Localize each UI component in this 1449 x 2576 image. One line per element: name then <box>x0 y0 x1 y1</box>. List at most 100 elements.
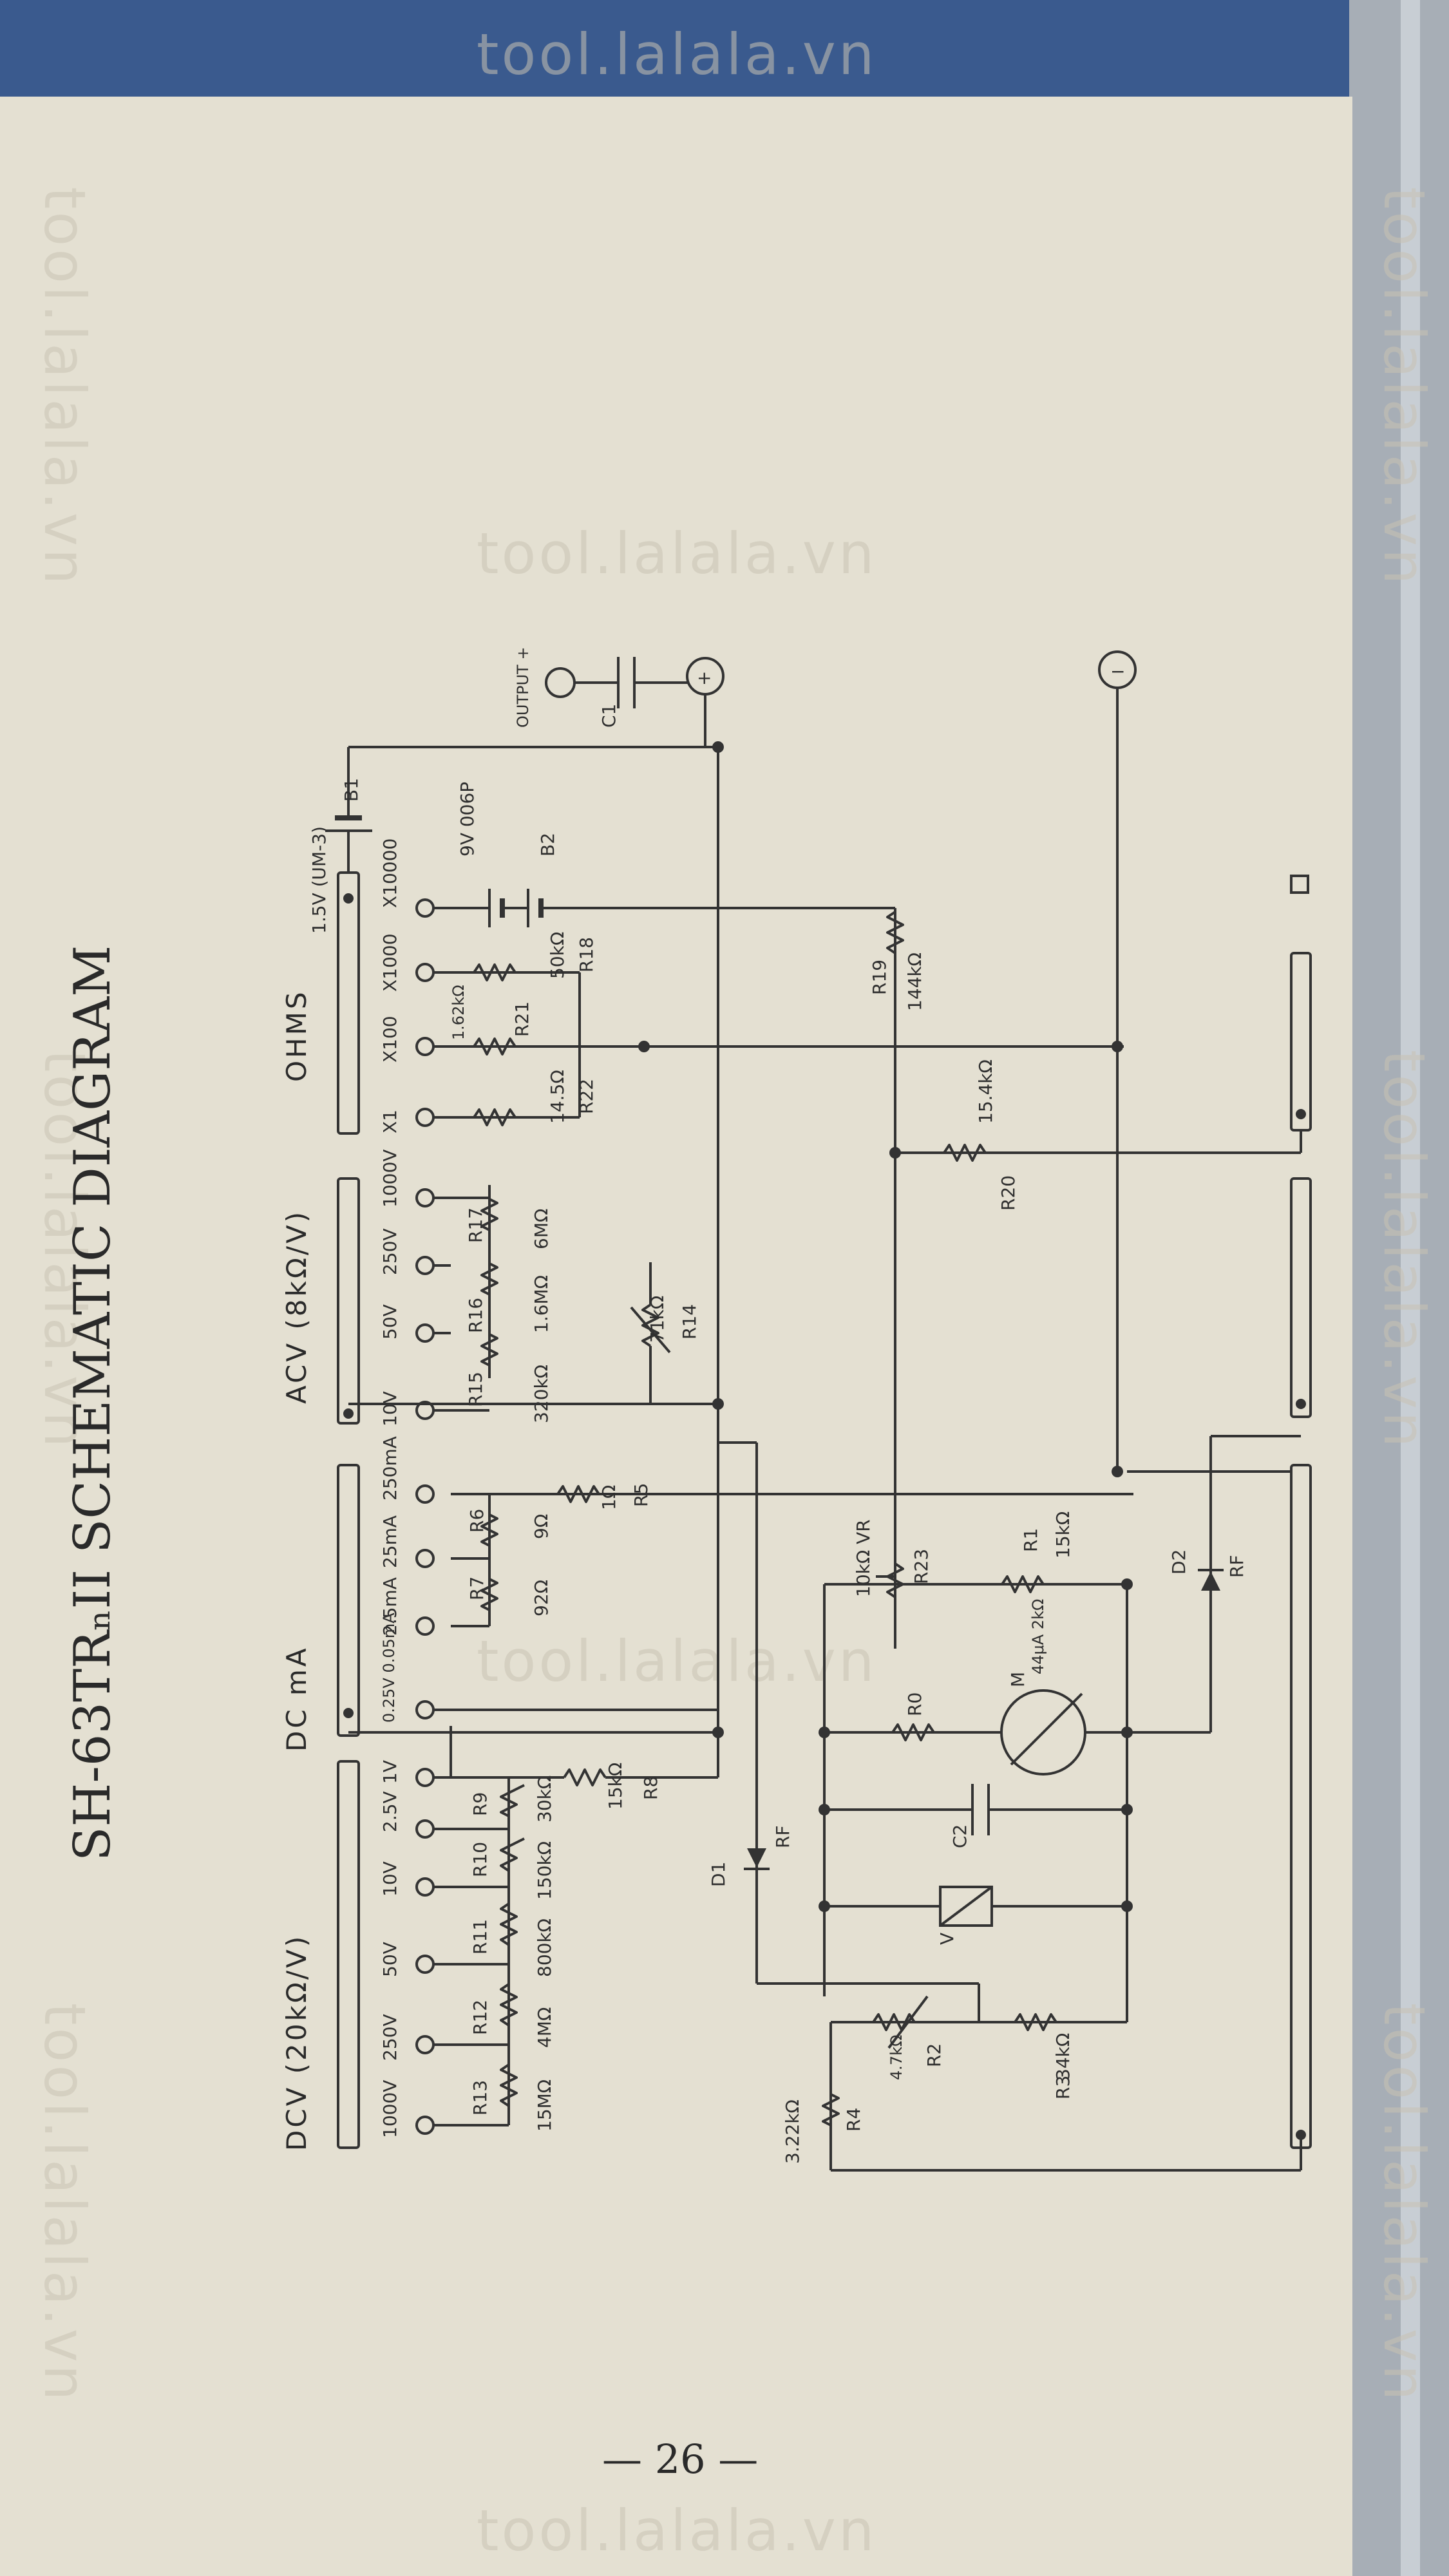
lower-square-marker <box>1290 875 1309 894</box>
dcma-terminal-3[interactable] <box>415 1484 435 1504</box>
resistor-r20 <box>943 1144 987 1162</box>
heading-dcma: DC mA <box>281 1645 312 1752</box>
dcv-range-3: 10V <box>379 1861 401 1897</box>
node-r1 <box>1121 1578 1133 1590</box>
r8-name: R8 <box>640 1776 661 1800</box>
page-paper <box>0 97 1352 2576</box>
r14-value: 71kΩ <box>647 1296 668 1343</box>
meter-needle <box>1010 1692 1083 1766</box>
plus-sign: + <box>697 667 712 688</box>
r19-value: 144kΩ <box>904 952 925 1011</box>
r1-value: 15kΩ <box>1052 1511 1074 1558</box>
ohms-terminal-0[interactable] <box>415 1108 435 1127</box>
resistor-r4 <box>822 2093 840 2126</box>
d2-name: D2 <box>1168 1549 1189 1575</box>
watermark-top: tool.lalala.vn <box>477 21 877 88</box>
dcma-range-0: 0.25V 0.05mA <box>380 1613 398 1723</box>
r16-name: R16 <box>465 1298 486 1333</box>
binder-edge <box>1349 0 1449 2576</box>
switch-bar-lower-1 <box>1290 1464 1312 2149</box>
output-label: OUTPUT + <box>514 647 532 728</box>
page-number: — 26 — <box>602 2436 758 2483</box>
b2-value: 9V 006P <box>457 782 478 857</box>
d2-value: RF <box>1226 1555 1247 1578</box>
dcv-terminal-4[interactable] <box>415 1819 435 1839</box>
resistor-r9 <box>500 1784 525 1817</box>
ohms-range-0: X1 <box>379 1110 401 1133</box>
diagram-title: SH-63TRₙII SCHEMATIC DIAGRAM <box>64 945 122 1861</box>
dcv-range-0: 1000V <box>379 2080 401 2138</box>
dcma-terminal-0[interactable] <box>415 1700 435 1719</box>
heading-acv: ACV (8kΩ/V) <box>281 1209 312 1404</box>
acv-range-1: 50V <box>379 1304 401 1340</box>
switch-wiper-dcma <box>343 1708 354 1718</box>
watermark-middle: tool.lalala.vn <box>477 1628 877 1694</box>
meter-name: M <box>1007 1672 1028 1687</box>
r2-value: 4.7kΩ <box>887 2035 905 2080</box>
meter-value: 44μA 2kΩ <box>1029 1599 1047 1674</box>
r14-arrow <box>630 1306 671 1354</box>
r23-name: R23 <box>911 1549 932 1584</box>
dcv-terminal-2[interactable] <box>415 1955 435 1974</box>
resistor-r10 <box>500 1837 525 1872</box>
b1-name: B1 <box>341 778 362 802</box>
terminals-ohms <box>415 898 435 1127</box>
c2-name: C2 <box>949 1824 971 1848</box>
r16-value: 1.6MΩ <box>531 1275 552 1333</box>
resistor-r2 <box>872 2013 916 2031</box>
resistor-r11 <box>500 1902 518 1946</box>
r7-name: R7 <box>466 1577 488 1600</box>
r13-name: R13 <box>469 2080 491 2116</box>
dcv-range-5: 1V <box>379 1760 401 1784</box>
resistor-r5 <box>556 1485 600 1503</box>
acv-terminal-3[interactable] <box>415 1188 435 1208</box>
resistor-r1 <box>1001 1575 1045 1593</box>
resistor-r15 <box>480 1333 498 1367</box>
r5-name: R5 <box>630 1483 652 1507</box>
dcv-terminal-1[interactable] <box>415 2035 435 2054</box>
switch-wiper-ohms <box>343 893 354 904</box>
resistor-r23 <box>886 1562 904 1598</box>
r22-name: R22 <box>576 1079 597 1114</box>
acv-terminal-1[interactable] <box>415 1323 435 1343</box>
dcma-range-3: 250mA <box>379 1436 401 1501</box>
acv-terminal-2[interactable] <box>415 1256 435 1275</box>
ohms-range-3: X10000 <box>379 838 401 908</box>
acv-range-0: 10V <box>379 1391 401 1426</box>
dcma-terminal-2[interactable] <box>415 1549 435 1568</box>
r8-value: 15kΩ <box>605 1763 626 1810</box>
r10-name: R10 <box>469 1842 491 1877</box>
dcv-terminal-3[interactable] <box>415 1877 435 1897</box>
r22-value: 14.5Ω <box>547 1070 568 1124</box>
r21-name: R21 <box>511 1001 533 1037</box>
r3-name: R3 <box>1052 2076 1074 2099</box>
r7-value: 92Ω <box>531 1580 552 1616</box>
dcv-range-1: 250V <box>379 2014 401 2061</box>
ohms-terminal-3[interactable] <box>415 898 435 918</box>
switch-bar-ohms <box>337 871 360 1135</box>
dcv-terminal-0[interactable] <box>415 2116 435 2135</box>
terminals-acv <box>415 1188 435 1420</box>
r17-value: 6MΩ <box>531 1209 552 1249</box>
dcma-terminal-1[interactable] <box>415 1616 435 1636</box>
watermark-upper: tool.lalala.vn <box>477 520 877 587</box>
r23-value: 10kΩ VR <box>853 1519 874 1597</box>
r20-value: 15.4kΩ <box>975 1059 996 1124</box>
dcv-terminal-5[interactable] <box>415 1768 435 1787</box>
r20-name: R20 <box>998 1175 1019 1211</box>
output-terminal[interactable] <box>545 667 576 698</box>
r3-value: 34kΩ <box>1052 2033 1074 2080</box>
r17-name: R17 <box>465 1208 486 1243</box>
r2-name: R2 <box>923 2043 945 2067</box>
switch-bar-lower-2 <box>1290 1177 1312 1418</box>
r11-name: R11 <box>469 1919 491 1955</box>
switch-bar-dcma <box>337 1464 360 1737</box>
r10-value: 150kΩ <box>534 1841 555 1900</box>
acv-range-3: 1000V <box>379 1150 401 1208</box>
resistor-r14 <box>641 1303 659 1347</box>
ohms-terminal-2[interactable] <box>415 963 435 982</box>
ohms-terminal-1[interactable] <box>415 1037 435 1056</box>
b2-name: B2 <box>537 833 558 857</box>
watermark-side-2: tool.lalala.vn <box>32 1050 98 1450</box>
terminals-dcma <box>415 1484 435 1719</box>
